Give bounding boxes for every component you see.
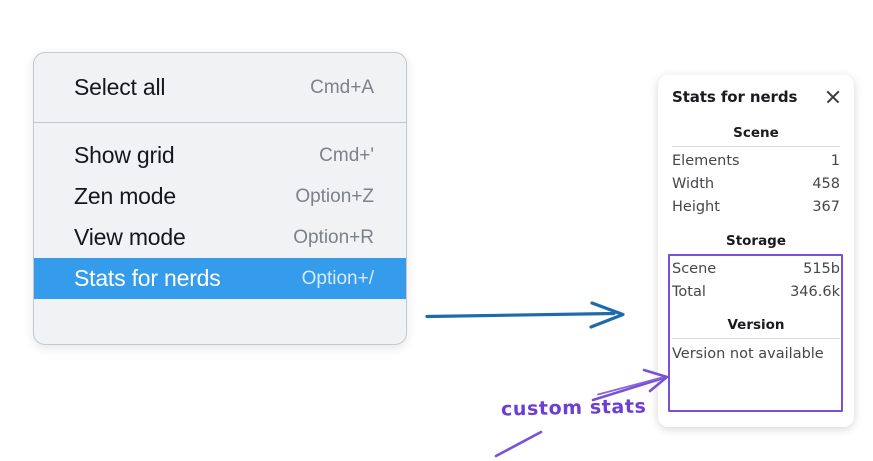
menu-item-shortcut: Cmd+A [310, 76, 374, 98]
blue-arrow-annotation [425, 301, 625, 329]
version-value: Version not available [672, 346, 824, 362]
close-icon[interactable] [824, 88, 842, 106]
menu-bottom-padding [34, 299, 406, 321]
stat-row-width: Width 458 [666, 172, 846, 195]
purple-underline-stroke [494, 430, 543, 458]
menu-group-1: Select all Cmd+A [34, 53, 406, 122]
menu-item-select-all[interactable]: Select all Cmd+A [34, 67, 406, 108]
stats-panel-header: Stats for nerds [666, 75, 846, 119]
stats-section-scene: Scene Elements 1 Width 458 Height 367 [666, 119, 846, 218]
stats-section-storage: Storage Scene 515b Total 346.6k [666, 227, 846, 303]
menu-item-zen-mode[interactable]: Zen mode Option+Z [34, 176, 406, 217]
stat-row-elements: Elements 1 [666, 149, 846, 172]
menu-item-label: View mode [74, 224, 186, 250]
stat-value: 1 [830, 152, 840, 169]
stats-section-version: Version Version not available [666, 311, 846, 367]
stat-key: Total [672, 283, 706, 300]
section-divider [672, 254, 840, 255]
menu-item-label: Select all [74, 74, 166, 100]
stats-for-nerds-panel: Stats for nerds Scene Elements 1 Width 4… [658, 75, 854, 427]
menu-item-shortcut: Option+/ [301, 267, 374, 289]
menu-item-label: Stats for nerds [74, 265, 221, 291]
section-title: Version [727, 317, 785, 333]
stat-row-total-storage: Total 346.6k [666, 280, 846, 303]
menu-separator [34, 122, 406, 123]
section-divider [672, 146, 840, 147]
section-divider [672, 338, 840, 339]
stat-key: Elements [672, 152, 740, 169]
menu-item-stats-for-nerds[interactable]: Stats for nerds Option+/ [34, 258, 406, 299]
stat-key: Scene [672, 260, 717, 277]
menu-item-shortcut: Option+Z [295, 185, 374, 207]
stat-value: 346.6k [790, 283, 840, 300]
stat-key: Width [672, 175, 715, 192]
menu-item-shortcut: Option+R [293, 226, 374, 248]
stat-value: 515b [803, 260, 840, 277]
stat-row-scene-storage: Scene 515b [666, 257, 846, 280]
menu-item-view-mode[interactable]: View mode Option+R [34, 217, 406, 258]
menu-group-2: Show grid Cmd+' Zen mode Option+Z View m… [34, 123, 406, 321]
menu-item-label: Zen mode [74, 183, 176, 209]
menu-item-show-grid[interactable]: Show grid Cmd+' [34, 135, 406, 176]
stat-key: Height [672, 198, 720, 215]
menu-item-label: Show grid [74, 142, 175, 168]
stat-row-height: Height 367 [666, 195, 846, 218]
stat-value: 367 [812, 198, 840, 215]
context-menu[interactable]: Select all Cmd+A Show grid Cmd+' Zen mod… [33, 52, 407, 345]
menu-item-shortcut: Cmd+' [319, 144, 374, 166]
stat-value: 458 [812, 175, 840, 192]
section-title: Scene [733, 125, 779, 141]
custom-stats-annotation-label: custom stats [500, 395, 647, 421]
section-title: Storage [725, 233, 787, 249]
stats-panel-title: Stats for nerds [672, 88, 798, 106]
